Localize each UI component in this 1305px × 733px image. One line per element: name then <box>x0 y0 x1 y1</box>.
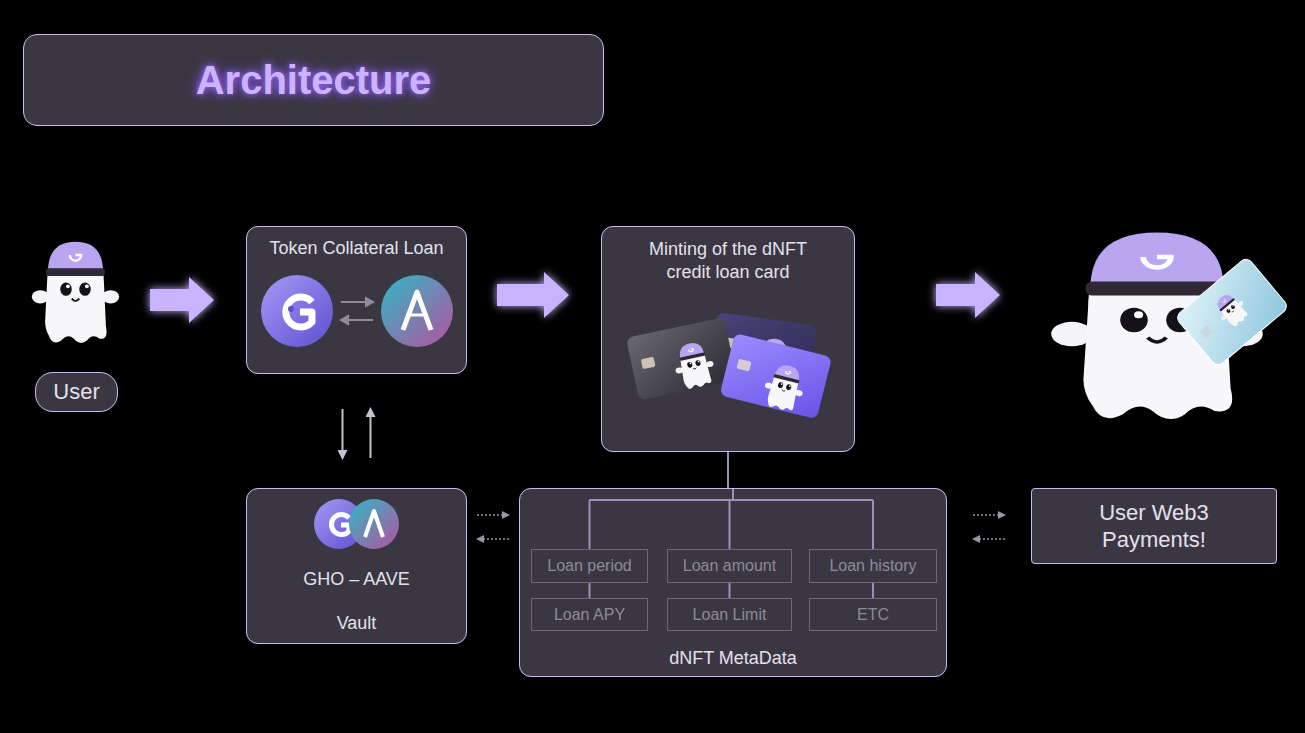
card-stack-part <box>626 317 737 400</box>
dashed-arrow <box>477 538 509 540</box>
node-label: Loan period <box>547 556 632 576</box>
swap-arrows <box>341 298 373 324</box>
node-label: Token Collateral Loan <box>254 237 459 260</box>
node-label: Loan history <box>829 556 916 576</box>
tree-line <box>589 500 591 549</box>
node-sublabel: Vault <box>254 612 459 635</box>
aave-icon <box>381 275 453 347</box>
payments-box: User Web3 Payments! <box>1031 488 1277 564</box>
big-arrow <box>936 272 1000 318</box>
swap-arrows-part <box>345 319 373 321</box>
user-ghost-part <box>32 242 119 343</box>
credit-card-part <box>1210 289 1252 331</box>
metadata-field: Loan amount <box>667 549 792 583</box>
user-pill: User <box>35 372 118 412</box>
credit-card-part-part <box>1210 289 1252 331</box>
metadata-box: dNFT MetaDataLoan periodLoan amountLoan … <box>519 488 947 677</box>
arrow-line <box>370 409 372 458</box>
title-box: Architecture <box>23 34 604 126</box>
box-fill <box>35 372 118 412</box>
card-stack <box>626 312 832 419</box>
swap-arrows-part <box>341 316 348 324</box>
node-label: dNFT MetaData <box>527 647 939 670</box>
node-label: Loan amount <box>683 556 776 576</box>
node-label: GHO – AAVE <box>254 568 459 591</box>
gho-icon-part <box>261 275 333 347</box>
box-fill <box>667 549 792 583</box>
metadata-field: Loan history <box>809 549 937 583</box>
node-label: Minting of the dNFT credit loan card <box>626 238 831 283</box>
big-arrow <box>497 272 569 318</box>
aave-icon-part <box>403 292 431 330</box>
tree-line <box>872 583 874 598</box>
tree-line <box>590 499 874 501</box>
node-label: Loan Limit <box>693 605 767 625</box>
node-label: User <box>53 378 99 406</box>
card-stack-part <box>720 333 833 419</box>
box-fill <box>519 488 947 677</box>
box-fill <box>809 549 937 583</box>
gho-icon-part <box>288 306 294 312</box>
aave-icon-part <box>406 314 428 317</box>
swap-arrows-part <box>366 298 373 306</box>
tree-line <box>729 500 731 549</box>
metadata-field: Loan period <box>531 549 648 583</box>
arrow-line <box>342 409 344 458</box>
tree-line <box>872 500 874 549</box>
tree-line <box>732 488 734 500</box>
gho-icon-part <box>286 297 312 327</box>
process-box: Token Collateral Loan <box>246 226 467 374</box>
bidirectional-arrow <box>343 409 371 458</box>
tree-line <box>729 583 731 598</box>
bidirectional-arrow <box>477 515 509 539</box>
vault-icons-part <box>349 499 399 549</box>
dashed-arrow <box>973 514 1005 516</box>
connector-line <box>727 452 729 488</box>
credit-card <box>1175 257 1289 368</box>
dashed-arrow <box>477 514 509 516</box>
aave-icon-part <box>381 275 453 347</box>
title-text: Architecture <box>196 58 432 103</box>
box-fill <box>246 226 467 374</box>
node-label: Loan APY <box>554 605 625 625</box>
box-fill <box>246 488 467 644</box>
user-ghost <box>32 242 119 343</box>
tree-line <box>589 583 591 598</box>
process-box: Minting of the dNFT credit loan card <box>601 226 855 452</box>
metadata-field: Loan APY <box>531 598 648 631</box>
vault-icons <box>314 499 399 549</box>
dashed-arrow <box>973 538 1005 540</box>
node-label: User Web3 Payments! <box>1054 499 1254 554</box>
box-fill <box>809 598 937 631</box>
bidirectional-arrow <box>973 515 1005 539</box>
box-fill <box>1031 488 1277 564</box>
vault-icons-part <box>331 515 349 535</box>
box-fill <box>531 549 648 583</box>
card-stack-part-part <box>626 317 737 400</box>
gho-icon <box>261 275 333 347</box>
metadata-field: ETC <box>809 598 937 631</box>
swap-arrows-part <box>341 301 369 303</box>
metadata-field: Loan Limit <box>667 598 792 631</box>
big-arrow <box>150 277 214 323</box>
card-stack-part-part <box>720 333 833 419</box>
box-fill <box>667 598 792 631</box>
credit-card-part <box>1175 257 1289 368</box>
credit-card-part <box>1199 325 1213 339</box>
vault-icons-part <box>365 511 383 537</box>
vault-box: GHO – AAVE Vault <box>246 488 467 644</box>
box-fill <box>601 226 855 452</box>
node-label: ETC <box>857 605 889 625</box>
box-fill <box>531 598 648 631</box>
